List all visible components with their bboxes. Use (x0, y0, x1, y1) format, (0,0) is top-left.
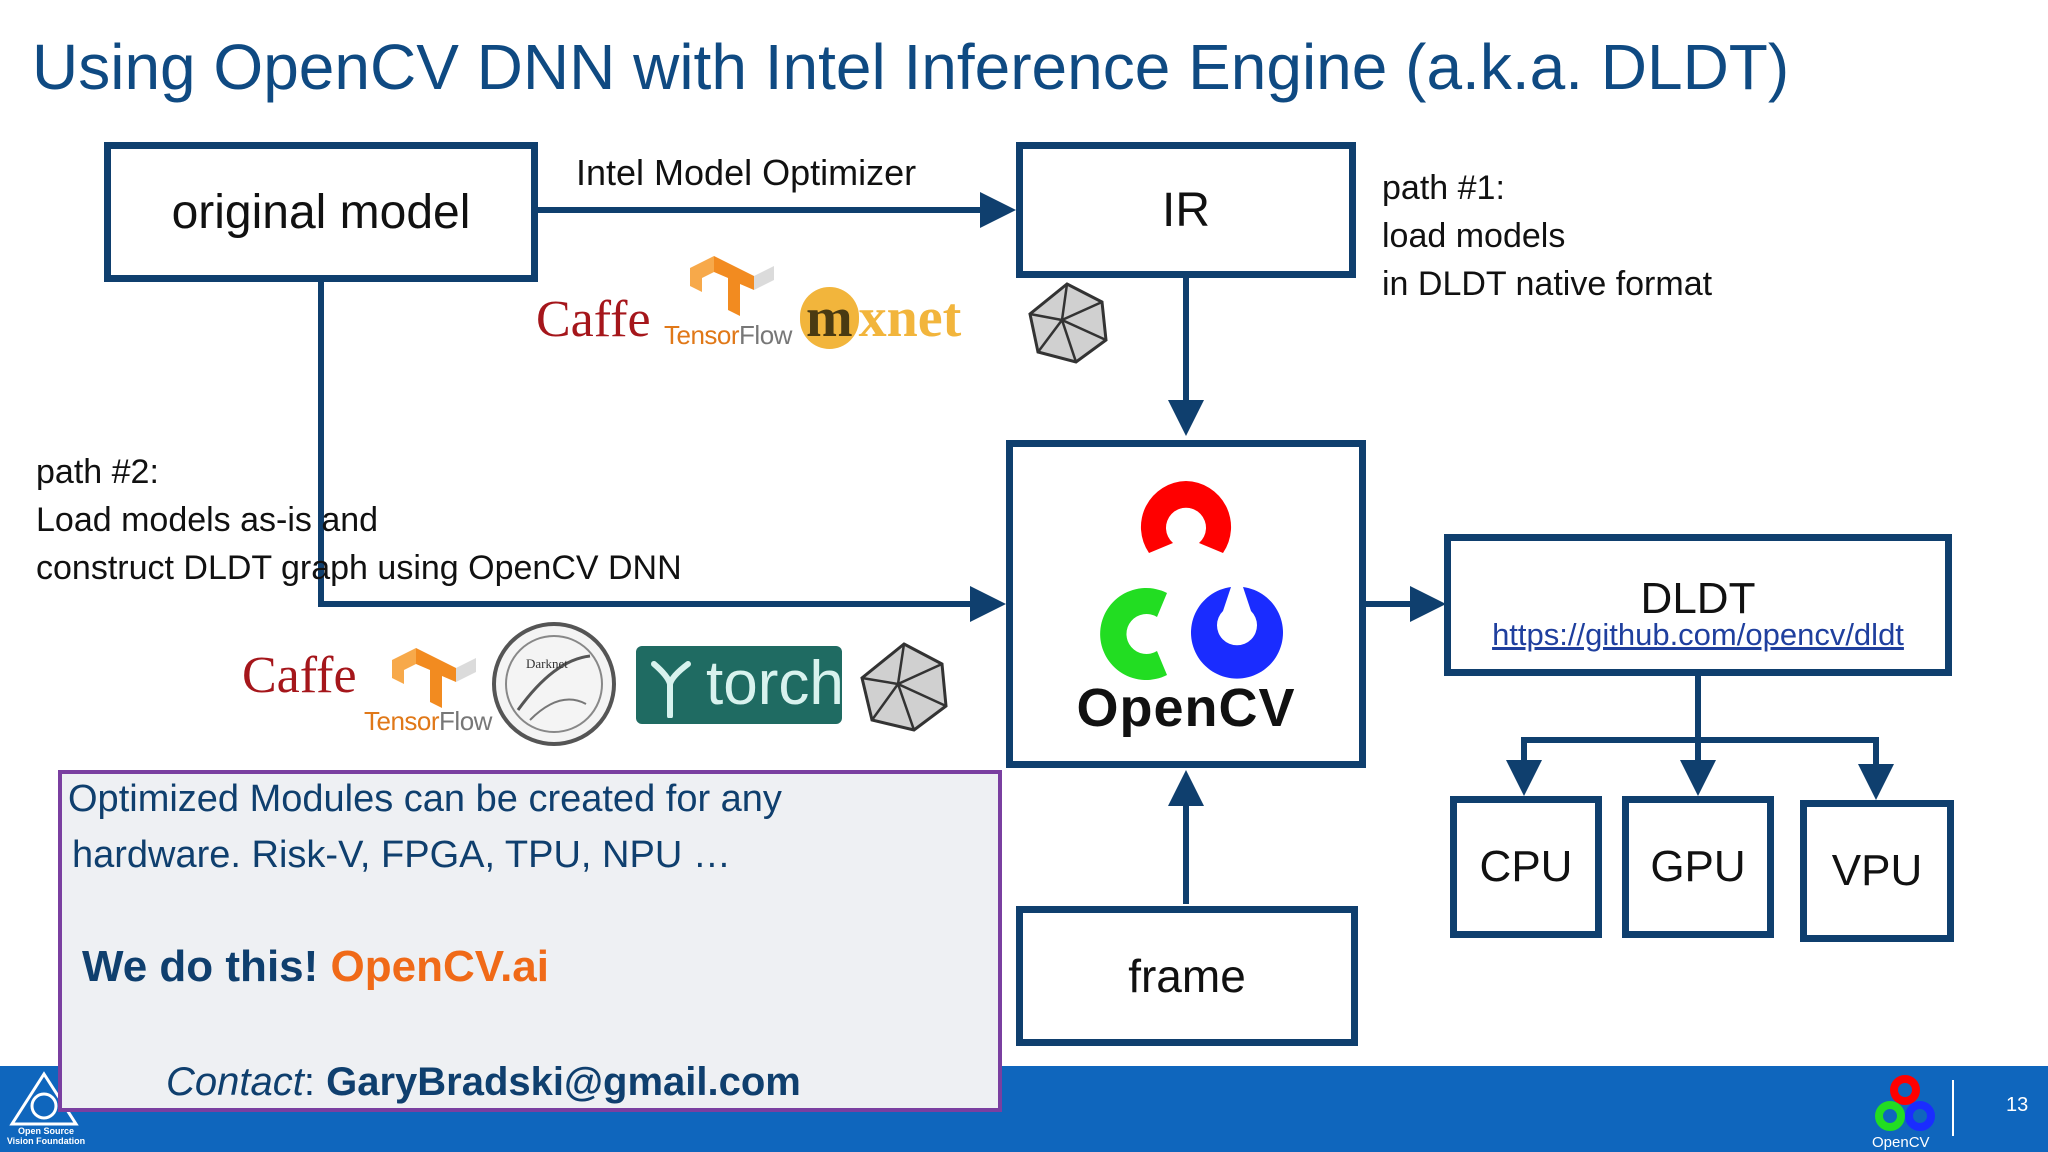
we-do-this-text: We do this! (82, 942, 319, 991)
tensorflow-logo-2: TensorFlow (364, 640, 494, 744)
osvf-line: Open Source (17, 1126, 74, 1136)
arrow-original-to-opencv (318, 280, 1006, 622)
info-box: Optimized Modules can be created for any… (58, 770, 1002, 1112)
path1-note: path #1: load models in DLDT native form… (1382, 164, 1712, 308)
tensorflow-text-b: Flow (439, 706, 492, 736)
vpu-box: VPU (1800, 800, 1954, 942)
tensorflow-text-a: Tensor (364, 706, 440, 736)
page-title: Using OpenCV DNN with Intel Inference En… (32, 31, 1790, 103)
original-model-label: original model (171, 185, 471, 239)
path1-line: in DLDT native format (1382, 265, 1713, 303)
arrow-label-model-optimizer: Intel Model Optimizer (576, 152, 917, 193)
torch-logo: torch (636, 646, 844, 724)
ir-box: IR (1016, 142, 1356, 278)
opencv-logo-text: OpenCV (1076, 678, 1296, 738)
cpu-label: CPU (1479, 842, 1573, 891)
opencv-box: OpenCV (1006, 440, 1366, 768)
darknet-logo: Darknet (490, 620, 618, 748)
dldt-github-link[interactable]: https://github.com/opencv/dldt (1492, 617, 1904, 652)
frame-label: frame (1128, 950, 1246, 1002)
darknet-seal-icon (492, 622, 616, 746)
frame-box: frame (1016, 906, 1358, 1046)
ir-label: IR (1162, 183, 1210, 237)
contact-line: Contact: GaryBradski@gmail.com (166, 1060, 801, 1105)
path1-line: path #1: (1382, 169, 1505, 207)
caffe-logo-2: Caffe (242, 647, 357, 704)
path2-line: path #2: (36, 453, 159, 491)
torch-flame-icon (651, 661, 691, 718)
caffe-logo: Caffe (536, 291, 651, 348)
cpu-box: CPU (1450, 796, 1602, 938)
torch-text: torch (706, 649, 844, 718)
opencv-logo-icon (1100, 481, 1283, 680)
opencv-ai-brand: OpenCV.ai (330, 942, 549, 991)
tensorflow-logo: TensorFlow (662, 248, 792, 352)
info-line-1: Optimized Modules can be created for any (68, 778, 782, 820)
path2-note: path #2: Load models as-is and construct… (36, 448, 682, 592)
vpu-label: VPU (1831, 846, 1923, 895)
contact-email[interactable]: GaryBradski@gmail.com (326, 1060, 801, 1104)
dldt-box: DLDT https://github.com/opencv/dldt (1444, 534, 1952, 676)
gpu-label: GPU (1650, 842, 1746, 891)
tensorflow-text-a: Tensor (664, 320, 740, 350)
opencv-small-text: OpenCV (1872, 1134, 1930, 1151)
darknet-text: Darknet (526, 656, 568, 671)
path1-line: load models (1382, 217, 1566, 255)
page-number: 13 (2006, 1094, 2029, 1116)
original-model-box: original model (104, 142, 538, 282)
path2-line: construct DLDT graph using OpenCV DNN (36, 549, 682, 587)
gpu-box: GPU (1622, 796, 1774, 938)
osvf-line: Vision Foundation (6, 1136, 86, 1146)
path2-line: Load models as-is and (36, 501, 379, 539)
opencv-small-logo-icon (1875, 1075, 1935, 1131)
info-line-2: hardware. Risk-V, FPGA, TPU, NPU … (72, 834, 731, 876)
mxnet-m: m (800, 287, 859, 349)
osvf-text: Open Source Vision Foundation (4, 1126, 88, 1146)
tensorflow-text-b: Flow (739, 320, 792, 350)
mxnet-rest: xnet (858, 287, 962, 349)
contact-separator: : (303, 1060, 315, 1104)
footer-divider (1952, 1080, 1954, 1136)
dldt-label: DLDT (1640, 574, 1756, 623)
contact-label: Contact (166, 1060, 304, 1104)
tensorflow-icon (392, 648, 476, 708)
we-do-this: We do this! OpenCV.ai (82, 942, 549, 992)
onnx-polyhedron-icon (1028, 282, 1108, 364)
onnx-polyhedron-icon-2 (860, 642, 948, 732)
tensorflow-icon (690, 256, 774, 316)
